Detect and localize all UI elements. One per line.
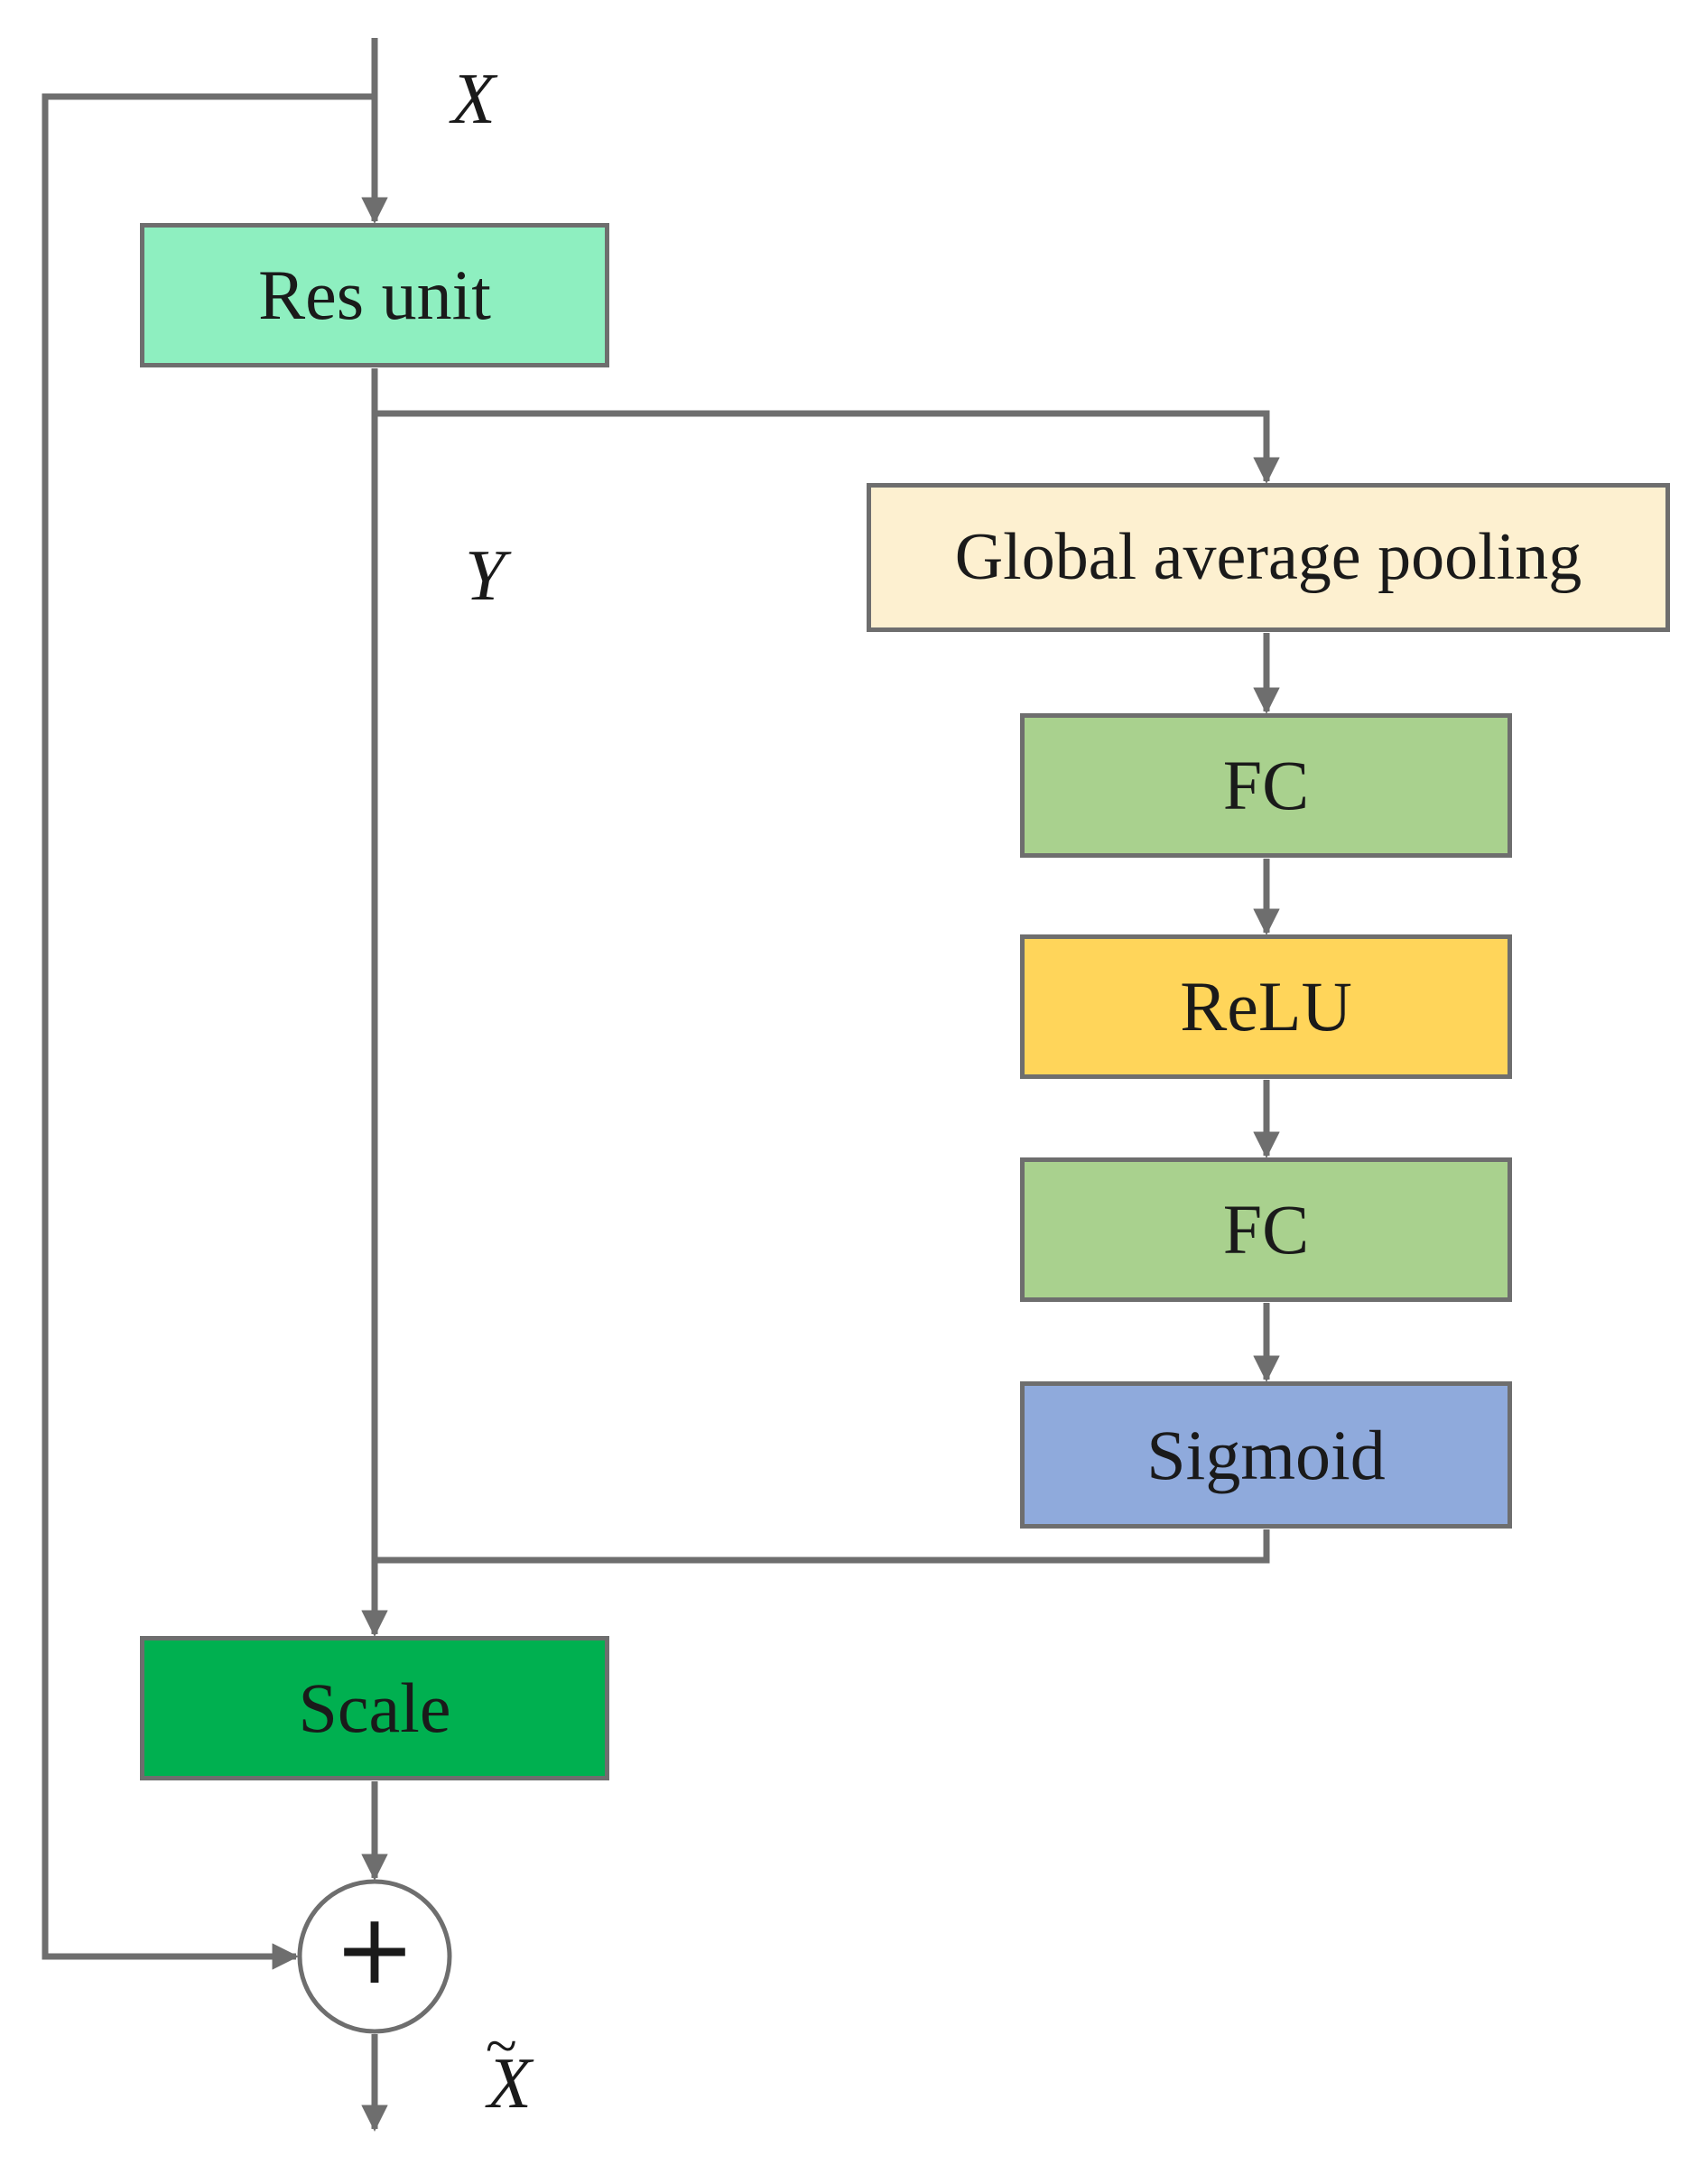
input-variable-label: X bbox=[451, 60, 496, 139]
global-average-pooling-block: Global average pooling bbox=[867, 483, 1670, 632]
sigmoid-label: Sigmoid bbox=[1146, 1415, 1386, 1494]
relu-block: ReLU bbox=[1020, 934, 1512, 1079]
output-variable-letter: X bbox=[487, 2044, 532, 2124]
output-variable-tilde: ~ bbox=[486, 2013, 517, 2077]
res-unit-label: Res unit bbox=[258, 256, 491, 334]
fc-block-1: FC bbox=[1020, 713, 1512, 858]
res-unit-block: Res unit bbox=[140, 223, 609, 367]
skip-connection-line bbox=[42, 93, 375, 1970]
adder-symbol: + bbox=[334, 1893, 416, 2006]
fc-block-2: FC bbox=[1020, 1157, 1512, 1302]
sigmoid-block: Sigmoid bbox=[1020, 1381, 1512, 1529]
sigmoid-return-line bbox=[375, 1529, 1270, 1564]
branch-to-pooling-arrow bbox=[375, 410, 1280, 484]
scale-label: Scale bbox=[298, 1668, 451, 1747]
scale-block: Scale bbox=[140, 1636, 609, 1780]
output-variable-label: X ~ bbox=[486, 2017, 532, 2121]
relu-label: ReLU bbox=[1180, 967, 1352, 1046]
adder-node: + bbox=[297, 1879, 452, 2034]
fc-label-1: FC bbox=[1222, 746, 1310, 824]
global-average-pooling-label: Global average pooling bbox=[954, 520, 1582, 594]
fc-label-2: FC bbox=[1222, 1190, 1310, 1269]
intermediate-variable-label: Y bbox=[465, 536, 506, 616]
